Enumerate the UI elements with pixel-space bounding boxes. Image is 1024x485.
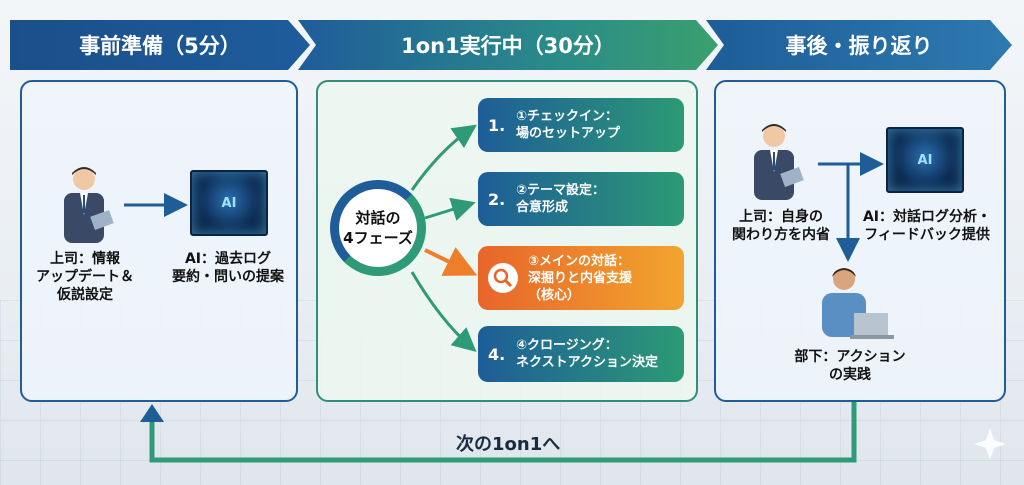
prep-boss-label: 上司：情報 アップデート＆ 仮説設定 (36, 251, 134, 303)
magnifier-icon (488, 263, 518, 293)
phase-3-text: ③メインの対話： 深掘りと内省支援 （核心） (528, 253, 633, 303)
loop-arrowhead (140, 404, 164, 422)
step-prep-title: 事前準備（5分） (79, 34, 241, 58)
ai-analysis-text: AI (917, 152, 933, 168)
ai-brain-icon: AI (190, 170, 268, 236)
phase-2-card: 2. ②テーマ設定： 合意形成 (478, 172, 684, 226)
hub-arrow-2 (424, 197, 476, 221)
hub-arrow-4 (410, 271, 477, 352)
phase-1-card: 1. ①チェックイン： 場のセットアップ (478, 98, 684, 152)
phase-2-num: 2. (488, 189, 506, 209)
ai-analysis-icon: AI (886, 127, 964, 193)
phase-1-num: 1. (488, 115, 506, 135)
phase-4-card: 4. ④クロージング： ネクストアクション決定 (478, 326, 684, 382)
step-post-title: 事後・振り返り (785, 34, 933, 58)
dialogue-hub: 対話の 4フェーズ (330, 180, 426, 276)
step-session-header: 1on1実行中（30分） (298, 20, 718, 70)
prep-ai-label: AI：過去ログ 要約・問いの提案 (172, 251, 284, 285)
step-prep-header: 事前準備（5分） (10, 20, 310, 70)
hub-arrow-3 (424, 247, 478, 276)
post-boss-label: 上司：自身の 関わり方を内省 (732, 209, 830, 243)
phase-4-num: 4. (488, 344, 506, 364)
boss-reflect-icon (754, 124, 804, 200)
step-post-header: 事後・振り返り (706, 20, 1012, 70)
boss-tablet-icon (64, 167, 114, 243)
ai-brain-text: AI (221, 195, 237, 211)
hub-text: 対話の 4フェーズ (343, 209, 413, 247)
post-panel (714, 80, 1006, 402)
hub-arrow-1 (410, 124, 477, 191)
prep-panel (20, 80, 298, 402)
post-sub-label: 部下：アクション の実践 (794, 349, 906, 383)
phase-2-text: ②テーマ設定： 合意形成 (516, 183, 606, 215)
phase-3-card: ③メインの対話： 深掘りと内省支援 （核心） (478, 246, 684, 310)
loop-line (149, 402, 857, 463)
subordinate-laptop-icon (822, 268, 894, 339)
phase-4-text: ④クロージング： ネクストアクション決定 (516, 338, 658, 370)
step-session-title: 1on1実行中（30分） (401, 34, 615, 58)
phase-1-text: ①チェックイン： 場のセットアップ (516, 109, 621, 141)
post-ai-label: AI：対話ログ分析・ フィードバック提供 (862, 209, 992, 243)
next-1on1-label: 次の1on1へ (456, 434, 561, 455)
